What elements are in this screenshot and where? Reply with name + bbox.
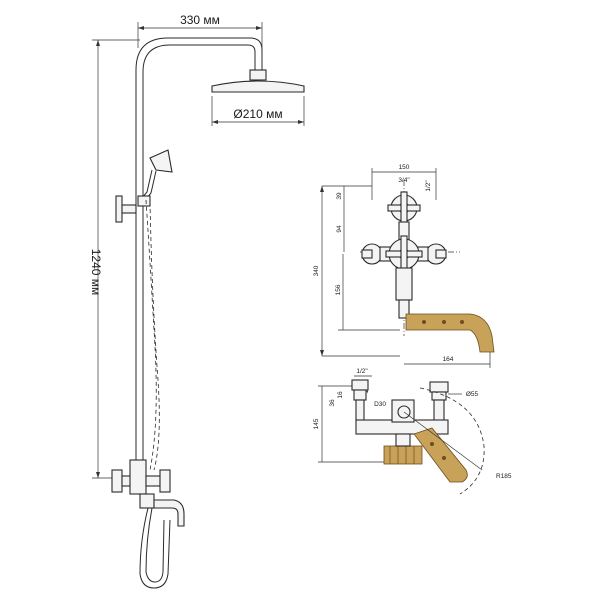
right-handle (425, 243, 447, 265)
dim-156: 156 (335, 284, 342, 295)
dim-d30: D30 (374, 401, 386, 408)
dim-164: 164 (443, 356, 454, 363)
swivel-spout (413, 427, 468, 483)
width-dimension: 330 мм (137, 13, 263, 70)
brass-nut (383, 445, 423, 465)
shower-head (211, 69, 305, 93)
centre-cross-handle (385, 235, 423, 273)
dim-94: 94 (336, 225, 343, 233)
left-handle (361, 243, 383, 265)
dim-r185: R185 (496, 473, 512, 480)
dim-340: 340 (313, 265, 320, 276)
dim-150: 150 (399, 164, 410, 171)
height-dimension: 1240 мм (89, 39, 140, 479)
dim-36: 36 (329, 399, 336, 407)
top-cross-handle (387, 191, 421, 225)
mixer-front-view: 340 156 94 39 150 3/4" 1/2" (313, 164, 495, 368)
shower-elevation-view: 330 мм 1240 мм Ø210 (89, 13, 305, 589)
mixer-top-view: 145 36 16 15 1/2" Ø55 D30 (313, 368, 512, 495)
hand-shower (137, 149, 173, 207)
wall-bracket (115, 195, 137, 223)
dim-1-2-front: 1/2" (425, 180, 432, 192)
swing-arc (419, 387, 485, 495)
riser-pipe (135, 37, 263, 478)
front-spout (405, 313, 495, 353)
hose-loop (139, 507, 171, 589)
dim-39: 39 (336, 192, 343, 200)
width-label: 330 мм (180, 13, 220, 27)
head-diameter-label: Ø210 мм (233, 107, 282, 121)
shower-hose (145, 199, 157, 471)
dim-16: 16 (337, 391, 344, 399)
dim-55: Ø55 (466, 391, 479, 398)
height-label: 1240 мм (89, 249, 103, 296)
mixer-body (111, 459, 185, 527)
head-diameter-dimension: Ø210 мм (211, 96, 305, 126)
dim-145: 145 (313, 418, 320, 429)
dim-1-2-top: 1/2" (356, 368, 368, 375)
